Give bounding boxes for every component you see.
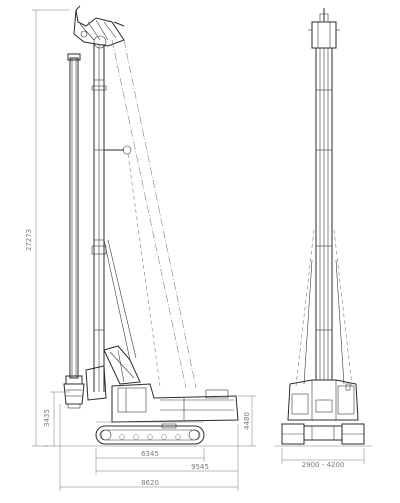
crawler-track <box>95 421 205 445</box>
front-mast-head <box>308 8 340 49</box>
track-width-label: 2900 - 4200 <box>302 461 345 469</box>
luffing-frame <box>85 345 141 401</box>
body-length-label: 9545 <box>191 463 209 471</box>
side-dimensions: 27273 3435 4480 6345 9545 8620 <box>25 9 256 491</box>
overall-height-label: 27273 <box>25 229 33 251</box>
mast-head <box>73 5 125 49</box>
mast <box>91 44 132 392</box>
drilling-tool <box>63 375 85 409</box>
front-view <box>274 8 372 447</box>
track-length-label: 6345 <box>141 450 159 458</box>
kelly-bar <box>67 53 81 379</box>
overall-length-label: 8620 <box>141 479 159 487</box>
upper-carriage <box>111 383 239 423</box>
front-dimensions: 2900 - 4200 <box>281 448 365 469</box>
side-view <box>44 5 256 447</box>
front-upper-carriage <box>287 379 359 421</box>
front-mast <box>295 48 353 387</box>
front-crawlers <box>281 423 365 445</box>
side-height-label: 4480 <box>243 412 251 430</box>
base-height-label: 3435 <box>43 409 51 427</box>
support-cables <box>103 39 197 389</box>
